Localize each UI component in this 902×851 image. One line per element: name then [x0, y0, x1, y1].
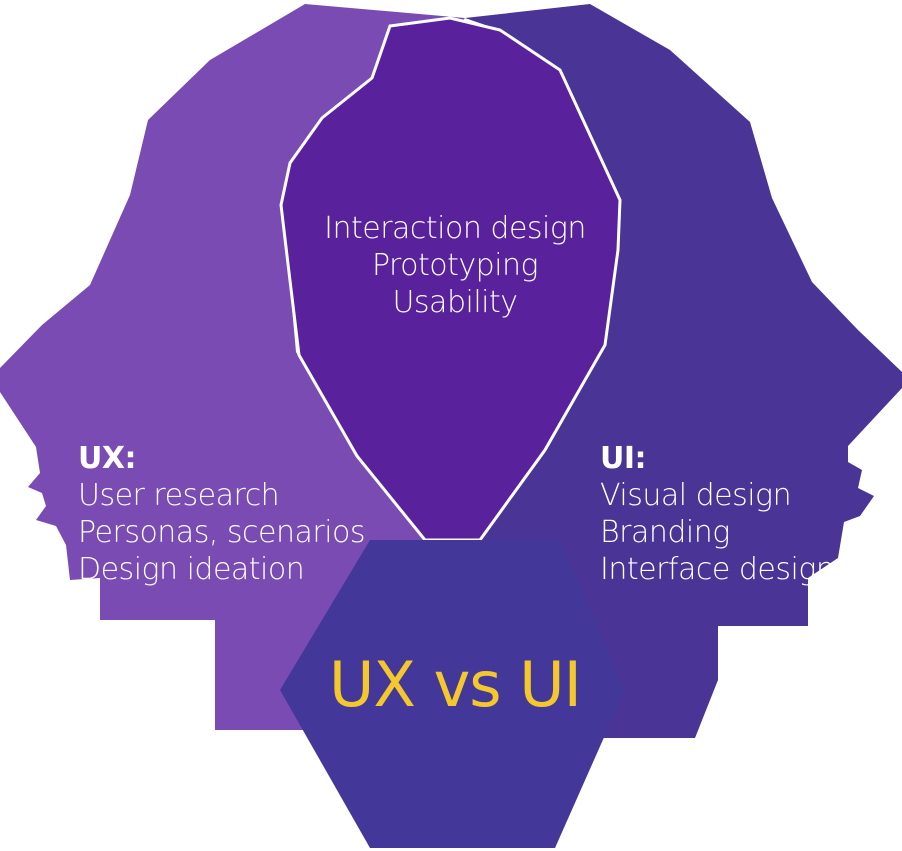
- ui-heading: UI:: [600, 441, 647, 476]
- ui-item: Branding: [600, 515, 730, 550]
- ux-heading: UX:: [78, 441, 137, 476]
- ux-text-block: UX: User research Personas, scenarios De…: [78, 440, 366, 588]
- overlap-item: Prototyping: [371, 248, 539, 283]
- center-hexagon: [280, 540, 625, 848]
- diagram-title: UX vs UI: [329, 648, 582, 721]
- overlap-item: Interaction design: [324, 211, 586, 246]
- ux-item: Personas, scenarios: [78, 515, 366, 550]
- ui-item: Visual design: [600, 478, 792, 513]
- overlap-text: Interaction design Prototyping Usability: [275, 210, 635, 321]
- ui-item: Interface design: [600, 552, 835, 587]
- ui-text-block: UI: Visual design Branding Interface des…: [600, 440, 835, 588]
- ux-item: Design ideation: [78, 552, 305, 587]
- ui-head-shape: [465, 4, 902, 738]
- ux-head-shape: [0, 4, 465, 730]
- overlap-item: Usability: [392, 285, 518, 320]
- ux-item: User research: [78, 478, 280, 513]
